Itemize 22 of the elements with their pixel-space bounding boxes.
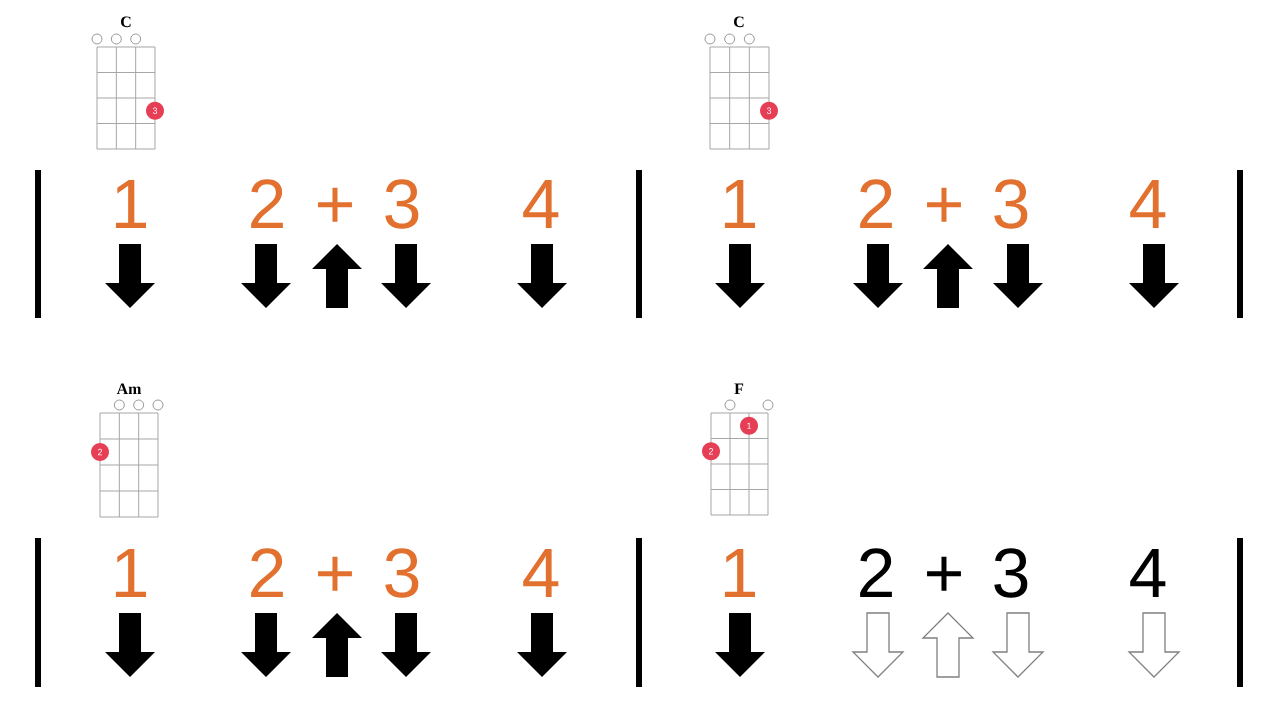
beat-count: + <box>927 187 961 222</box>
beat-count: + <box>318 556 352 591</box>
beat-count: 1 <box>115 180 146 228</box>
beat-count: 4 <box>523 180 559 228</box>
beat-count: + <box>318 187 352 222</box>
beat-count: 3 <box>385 548 419 598</box>
beat-count: 2 <box>860 179 892 228</box>
beat-count: 3 <box>994 179 1028 229</box>
chord-name: F <box>734 383 744 394</box>
beat-count: 2 <box>251 548 283 597</box>
chord-name: C <box>121 16 131 28</box>
beat-count: 2 <box>860 548 892 597</box>
beat-count: 4 <box>1130 180 1166 228</box>
beat-count: 1 <box>724 180 755 228</box>
chord-name: C <box>734 16 744 28</box>
beat-count: 4 <box>523 549 559 597</box>
beat-count: 4 <box>1130 549 1166 597</box>
beat-count: 2 <box>251 179 283 228</box>
beat-count: + <box>927 556 961 591</box>
chord-name: Am <box>116 383 142 394</box>
beat-count: 3 <box>994 548 1028 598</box>
beat-count: 3 <box>385 179 419 229</box>
